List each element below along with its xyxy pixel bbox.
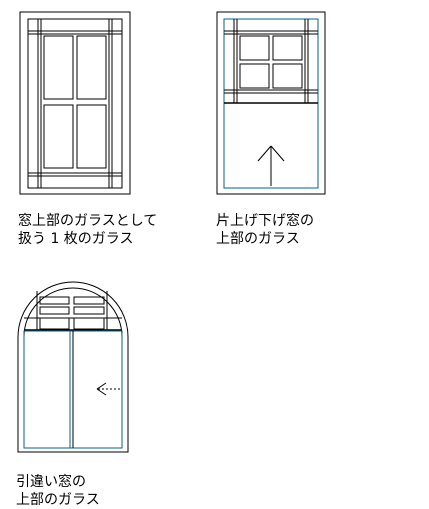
fixed-window-inner-frame xyxy=(27,18,123,189)
caption-line: 窓上部のガラスとして xyxy=(18,213,158,229)
pane xyxy=(39,296,70,305)
pane xyxy=(39,306,70,315)
pane xyxy=(272,63,303,89)
pane xyxy=(239,63,270,89)
caption-line: 上部のガラス xyxy=(216,231,300,247)
pane xyxy=(73,296,105,305)
pane xyxy=(43,104,74,169)
sash-window-caption: 片上げ下げ窓の 上部のガラス xyxy=(216,212,314,248)
fixed-window-drawing xyxy=(19,11,131,195)
sliding-window-caption: 引違い窓の 上部のガラス xyxy=(16,473,100,509)
pane xyxy=(73,306,105,315)
sash-window-outer-frame xyxy=(216,11,326,195)
sliding-window-outer-arch xyxy=(17,281,129,453)
pane xyxy=(239,35,270,61)
caption-line: 引違い窓の xyxy=(16,474,86,490)
caption-line: 上部のガラス xyxy=(16,492,100,508)
pane xyxy=(272,35,303,61)
sliding-window-drawing xyxy=(17,281,129,453)
fixed-window-caption: 窓上部のガラスとして 扱う 1 枚のガラス xyxy=(18,212,157,248)
caption-line: 扱う 1 枚のガラス xyxy=(18,231,134,247)
pane xyxy=(76,35,107,100)
fixed-window-outer-frame xyxy=(19,11,131,195)
left-arrow-icon xyxy=(96,382,120,396)
pane xyxy=(43,35,74,100)
up-arrow-icon xyxy=(257,145,285,186)
pane xyxy=(39,317,70,330)
pane xyxy=(76,104,107,169)
pane xyxy=(73,317,105,330)
caption-line: 片上げ下げ窓の xyxy=(216,213,314,229)
sash-window-drawing xyxy=(216,11,326,195)
